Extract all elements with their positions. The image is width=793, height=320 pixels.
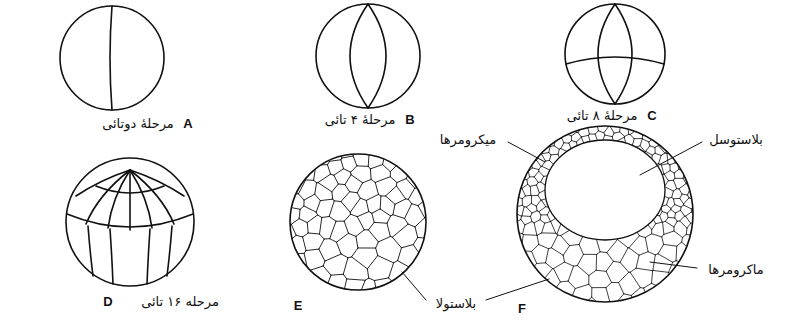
eight-cell-embryo bbox=[565, 4, 665, 104]
stage-caption: مرحلهٔ ۸ تائی bbox=[565, 108, 640, 124]
leader-line bbox=[402, 272, 426, 300]
part-label: بلاستوسل bbox=[707, 132, 765, 148]
stage-letter: B bbox=[403, 112, 416, 128]
blastula-section bbox=[510, 119, 700, 309]
stage-letter: A bbox=[181, 116, 194, 132]
leader-line bbox=[486, 279, 549, 300]
stage-caption: مرحله ۱۶ تائی bbox=[139, 294, 221, 310]
stage-caption: مرحلهٔ ۴ تائی bbox=[323, 112, 398, 128]
leader-line bbox=[640, 142, 702, 175]
leader-line bbox=[508, 142, 545, 162]
part-label: میکرومرها bbox=[438, 132, 498, 148]
four-cell-embryo bbox=[316, 4, 420, 108]
stage-letter: F bbox=[516, 301, 528, 317]
stage-letter: D bbox=[101, 294, 114, 310]
stage-caption: مرحلهٔ دوتائی bbox=[100, 116, 176, 132]
part-label: ماکرومرها bbox=[706, 262, 766, 278]
leader-line bbox=[650, 262, 697, 268]
part-label: بلاستولا bbox=[434, 296, 478, 312]
stage-letter: C bbox=[645, 108, 658, 124]
leader-lines bbox=[402, 142, 702, 300]
two-cell-embryo bbox=[60, 6, 164, 110]
blastula-surface bbox=[280, 144, 436, 300]
stage-letter: E bbox=[292, 298, 305, 314]
sixteen-cell-embryo bbox=[66, 158, 194, 286]
